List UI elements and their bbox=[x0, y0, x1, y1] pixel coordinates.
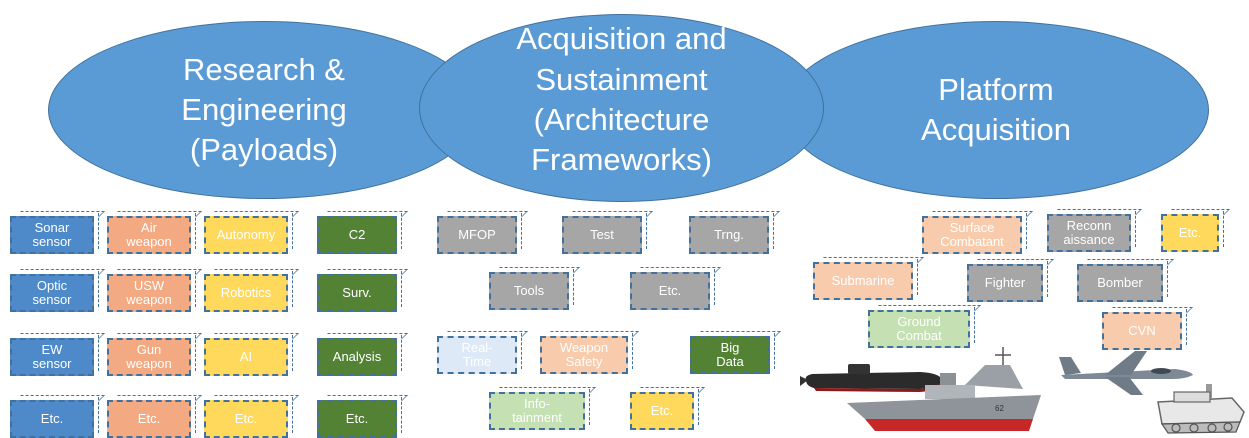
acquisition-sustainment-label: Acquisition and Sustainment (Architectur… bbox=[516, 21, 727, 178]
ai-box: AI bbox=[204, 335, 293, 376]
etc-box: Etc. bbox=[317, 397, 402, 438]
reconnaissance-box: Reconn aissance bbox=[1047, 211, 1136, 252]
cvn-box: CVN bbox=[1102, 309, 1187, 350]
etc-box: Etc. bbox=[10, 397, 99, 438]
fighter-jet-image bbox=[1059, 351, 1193, 395]
usw-weapon-box: USW weapon bbox=[107, 271, 196, 312]
platform-acquisition-ellipse: Platform Acquisition bbox=[783, 21, 1209, 199]
etc-box: Etc. bbox=[1161, 211, 1224, 252]
sonar-sensor-box: Sonar sensor bbox=[10, 213, 99, 254]
infotainment-box: Info- tainment bbox=[489, 389, 590, 430]
big-data-box: Big Data bbox=[690, 333, 775, 374]
destroyer-ship-image: 62 bbox=[847, 347, 1041, 431]
submarine-box: Submarine bbox=[813, 259, 918, 300]
etc-box: Etc. bbox=[630, 389, 699, 430]
autonomy-box: Autonomy bbox=[204, 213, 293, 254]
ew-sensor-box: EW sensor bbox=[10, 335, 99, 376]
surface-combatant-box: Surface Combatant bbox=[922, 213, 1027, 254]
robotics-box: Robotics bbox=[204, 271, 293, 312]
optic-sensor-box: Optic sensor bbox=[10, 271, 99, 312]
gun-weapon-box: Gun weapon bbox=[107, 335, 196, 376]
research-engineering-ellipse: Research & Engineering (Payloads) bbox=[48, 21, 480, 199]
etc-box: Etc. bbox=[204, 397, 293, 438]
hull-number: 62 bbox=[995, 404, 1004, 413]
research-engineering-label: Research & Engineering (Payloads) bbox=[181, 51, 347, 168]
submarine-image bbox=[800, 364, 942, 392]
training-box: Trng. bbox=[689, 213, 774, 254]
etc-box: Etc. bbox=[630, 269, 715, 310]
weapon-safety-box: Weapon Safety bbox=[540, 333, 633, 374]
ground-vehicle-image bbox=[1157, 384, 1245, 434]
tools-box: Tools bbox=[489, 269, 574, 310]
c2-box: C2 bbox=[317, 213, 402, 254]
analysis-box: Analysis bbox=[317, 335, 402, 376]
test-box: Test bbox=[562, 213, 647, 254]
bomber-box: Bomber bbox=[1077, 261, 1168, 302]
mfop-box: MFOP bbox=[437, 213, 522, 254]
ground-combat-box: Ground Combat bbox=[868, 307, 975, 348]
air-weapon-box: Air weapon bbox=[107, 213, 196, 254]
fighter-box: Fighter bbox=[967, 261, 1048, 302]
surv-box: Surv. bbox=[317, 271, 402, 312]
real-time-box: Real- Time bbox=[437, 333, 522, 374]
platform-acquisition-label: Platform Acquisition bbox=[921, 71, 1071, 147]
etc-box: Etc. bbox=[107, 397, 196, 438]
acquisition-sustainment-ellipse: Acquisition and Sustainment (Architectur… bbox=[419, 14, 824, 202]
